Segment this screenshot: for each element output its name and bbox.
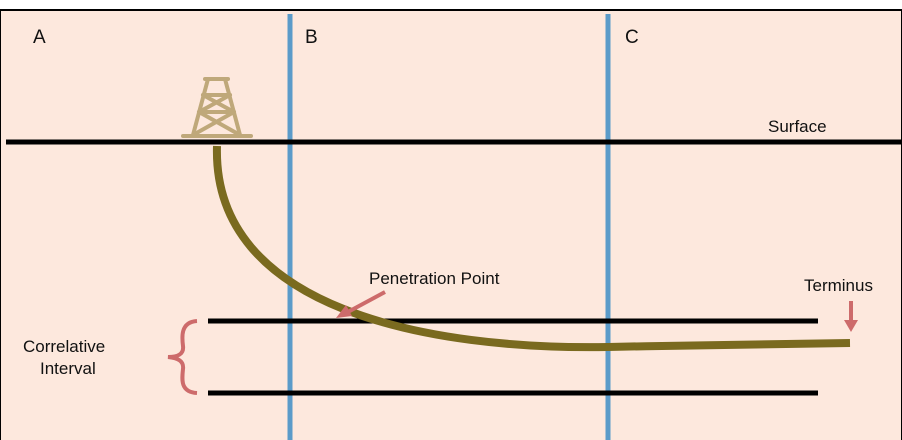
terminus-label: Terminus <box>804 276 873 295</box>
surface-label: Surface <box>768 117 827 136</box>
diagram-background <box>0 9 902 440</box>
correlative-label-line1: Correlative <box>23 337 105 356</box>
terminus-arrow <box>844 301 858 332</box>
interval-bracket <box>167 319 198 395</box>
drilling-rig-icon <box>181 77 253 138</box>
penetration-label: Penetration Point <box>369 269 500 288</box>
wellbore-path <box>212 145 851 352</box>
tract-label-b: B <box>305 27 318 48</box>
correlative-label-line2: Interval <box>40 359 96 378</box>
tract-label-a: A <box>33 27 46 48</box>
tract-label-c: C <box>625 27 639 48</box>
penetration-arrow <box>336 290 386 318</box>
